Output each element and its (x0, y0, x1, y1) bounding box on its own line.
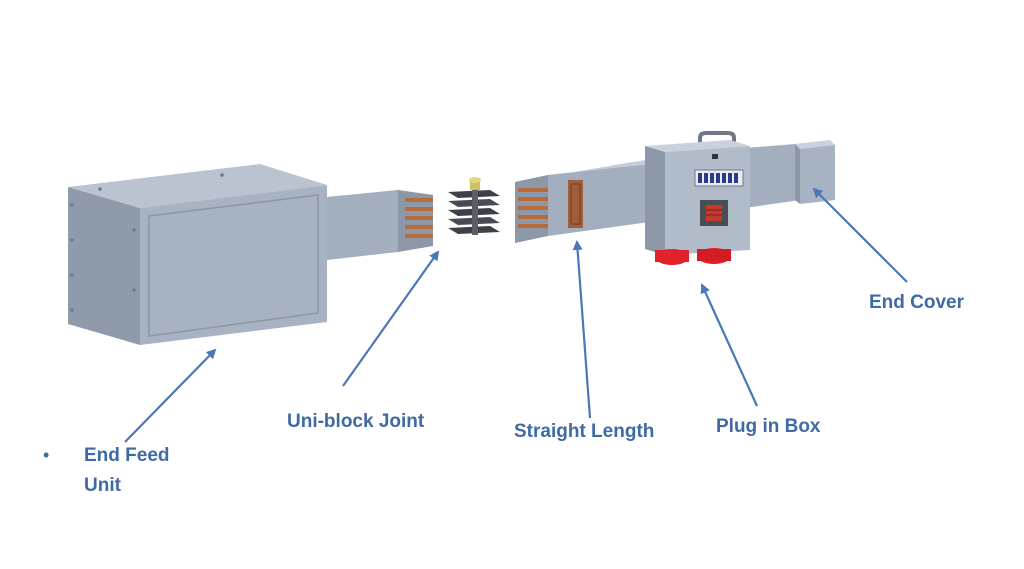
bullet-point: • (43, 445, 50, 465)
end-cover-shape (795, 140, 835, 204)
label-end-feed-unit-line1: End Feed (84, 445, 170, 466)
plug-in-box-shape (645, 131, 750, 265)
label-end-feed-unit: End Feed Unit (84, 441, 224, 501)
label-end-feed-unit-line2: Unit (84, 475, 121, 496)
label-end-cover: End Cover (869, 292, 965, 313)
uni-block-joint-shape (448, 177, 500, 235)
label-plug-in-box: Plug in Box (716, 416, 821, 437)
label-uni-block-joint: Uni-block Joint (287, 411, 425, 432)
arrow-end-cover (812, 187, 908, 283)
straight-length-shape (515, 160, 650, 243)
label-straight-length: Straight Length (514, 421, 655, 442)
busbar-stub-shape (327, 190, 433, 260)
arrow-straight-length (572, 240, 592, 419)
arrow-plug-in-box (700, 283, 759, 407)
arrow-end-feed-unit (124, 348, 217, 443)
arrow-uni-block-joint (342, 250, 440, 387)
end-feed-unit-shape (68, 164, 327, 345)
